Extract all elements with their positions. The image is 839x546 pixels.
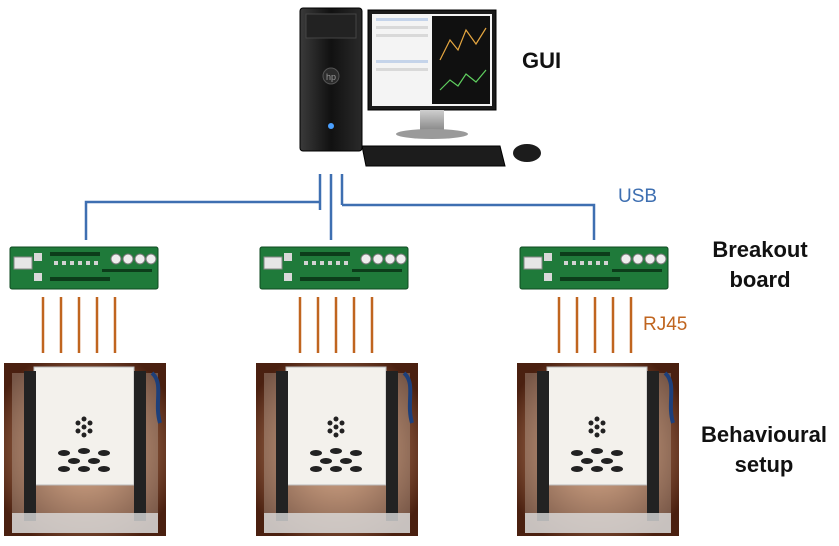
desktop-computer-icon: hp: [299, 7, 541, 167]
usb-label: USB: [618, 186, 658, 207]
circuit-board-icon: [259, 246, 409, 290]
breakout-label-line1: Breakout: [712, 237, 808, 262]
behavioural-label-line1: Behavioural: [701, 422, 827, 447]
behavioural-label-line2: setup: [734, 452, 794, 477]
behaviour-chamber-icon: [2, 361, 168, 538]
circuit-board-icon: [519, 246, 669, 290]
gui-label: GUI: [522, 48, 562, 73]
behaviour-chamber-icon: [254, 361, 420, 538]
rj45-label: RJ45: [643, 314, 688, 335]
behavioural-setup-label: Behavioural setup: [694, 420, 834, 480]
behaviour-chamber-icon: [515, 361, 681, 538]
svg-text:hp: hp: [326, 72, 336, 82]
breakout-label-line2: board: [729, 267, 791, 292]
breakout-board-label: Breakout board: [700, 235, 820, 295]
usb-connections: [84, 174, 596, 240]
rj45-cables: [41, 297, 633, 353]
circuit-board-icon: [9, 246, 159, 290]
